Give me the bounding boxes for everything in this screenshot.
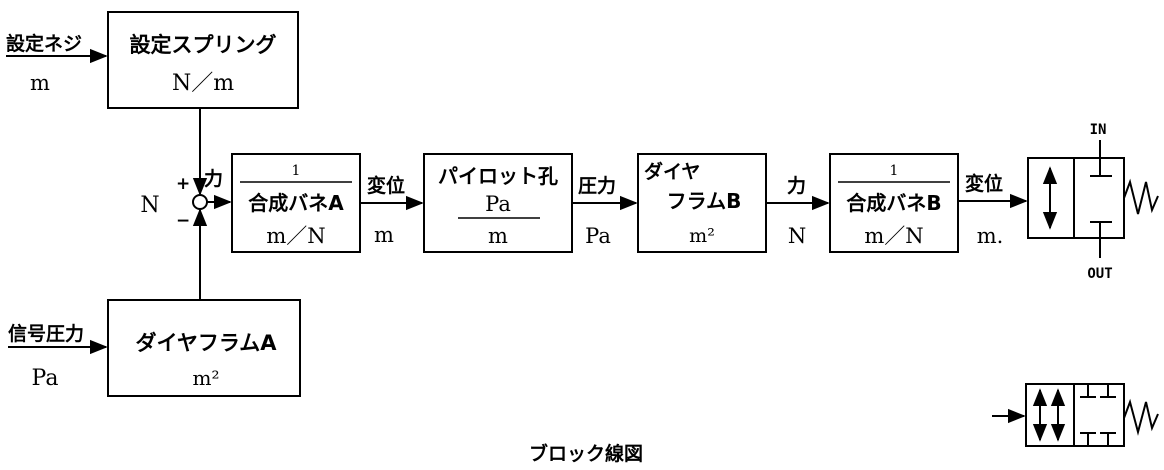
diaphragm-b-title-line1: ダイヤ <box>644 160 700 183</box>
summing-point: + − 力 N <box>140 167 223 231</box>
signal-pressure-input: 信号圧力 Pa <box>8 322 108 391</box>
summing-circle <box>192 194 208 210</box>
small-valve-symbol <box>992 383 1159 447</box>
setting-spring-title: 設定スプリング <box>130 33 277 57</box>
setting-screw-label: 設定ネジ <box>6 32 82 55</box>
displacement-2-label: 変位 <box>965 172 1003 195</box>
diaphragm-a-title: ダイヤフラムA <box>136 331 278 355</box>
valve-out-label: OUT <box>1087 266 1112 282</box>
diaphragm-b-unit: m² <box>689 225 715 247</box>
spring-a-unit: m／N <box>266 224 325 248</box>
setting-spring-block: 設定スプリング N／m <box>107 11 299 109</box>
displacement-1-unit: m <box>374 223 394 247</box>
force-2-unit: N <box>788 224 806 248</box>
spring-a-title: 合成バネA <box>248 191 344 215</box>
setting-spring-unit: N／m <box>172 71 234 96</box>
pressure-unit: Pa <box>585 224 611 248</box>
sum-plus-sign: + <box>176 174 190 194</box>
diaphragm-b-block: ダイヤ フラムB m² <box>637 153 767 253</box>
force-2-label: 力 <box>787 174 806 197</box>
setting-screw-unit: m <box>30 71 50 95</box>
sum-minus-sign: − <box>176 211 190 231</box>
signal-pressure-label: 信号圧力 <box>8 322 84 345</box>
valve-spring <box>1123 178 1159 215</box>
diaphragm-b-title-line2: フラムB <box>667 189 742 213</box>
pilot-hole-title: パイロット孔 <box>438 164 558 188</box>
pilot-hole-numerator: Pa <box>485 192 511 216</box>
spring-b-numerator: 1 <box>890 163 899 179</box>
signal-pressure-unit: Pa <box>32 366 59 391</box>
diagram-caption: ブロック線図 <box>529 442 643 465</box>
pilot-hole-block: パイロット孔 Pa m <box>423 153 573 253</box>
sum-unit: N <box>140 193 159 218</box>
spring-b-block: 1 合成バネB m／N <box>829 153 959 253</box>
spring-a-block: 1 合成バネA m／N <box>231 153 361 253</box>
displacement-1-label: 変位 <box>367 174 405 197</box>
small-valve-spring <box>1123 398 1159 436</box>
spring-a-numerator: 1 <box>292 163 301 179</box>
spring-b-title: 合成バネB <box>846 191 941 215</box>
diaphragm-a-unit: m² <box>193 366 220 390</box>
spring-b-unit: m／N <box>864 224 923 248</box>
valve-in-label: IN <box>1090 122 1107 138</box>
setting-screw-input: 設定ネジ m <box>6 32 108 95</box>
pilot-hole-denominator: m <box>488 224 508 248</box>
valve-symbol: IN OUT <box>1027 122 1159 282</box>
displacement-2-unit: m. <box>977 224 1004 248</box>
diaphragm-a-block: ダイヤフラムA m² <box>107 299 301 397</box>
sum-force-label: 力 <box>204 167 223 190</box>
pressure-label: 圧力 <box>578 174 616 197</box>
